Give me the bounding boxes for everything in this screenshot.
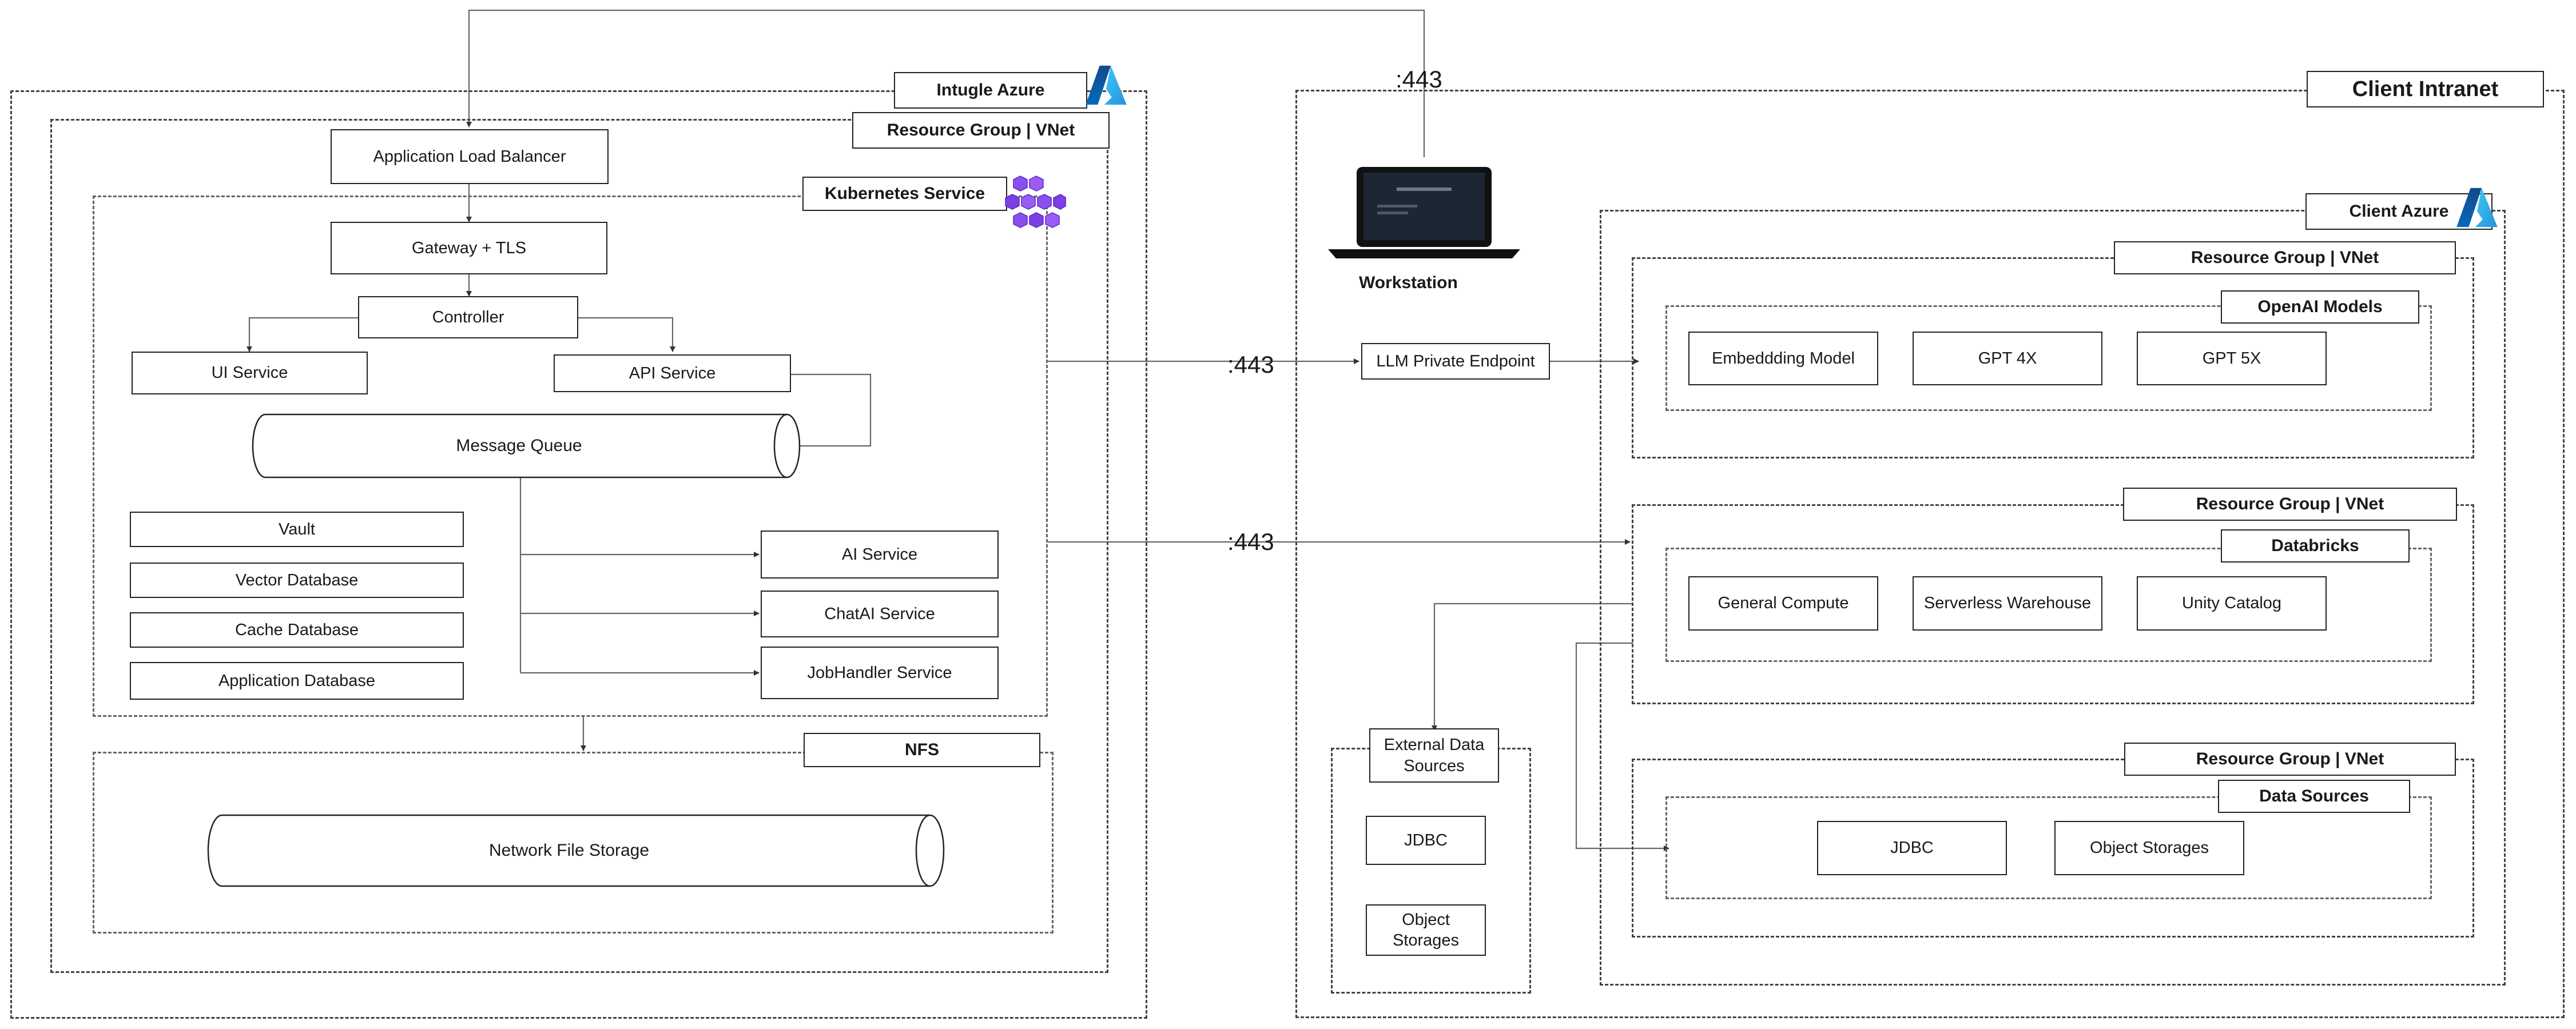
port-llm: :443 bbox=[1227, 351, 1274, 378]
databricks-resource-group-boundary bbox=[1632, 504, 2474, 704]
nfs-boundary bbox=[93, 752, 1054, 934]
ui-service: UI Service bbox=[132, 352, 368, 394]
openai-models-boundary bbox=[1665, 305, 2432, 411]
client-jdbc: JDBC bbox=[1817, 821, 2007, 875]
network-file-storage-label: Network File Storage bbox=[488, 841, 650, 860]
intugle-resource-group-label: Resource Group | VNet bbox=[852, 112, 1110, 149]
serverless-warehouse: Serverless Warehouse bbox=[1913, 576, 2102, 631]
databricks-resource-group-label: Resource Group | VNet bbox=[2123, 488, 2457, 521]
client-intranet-boundary bbox=[1295, 90, 2565, 1018]
llm-private-endpoint: LLM Private Endpoint bbox=[1361, 343, 1550, 380]
nfs-label: NFS bbox=[804, 733, 1040, 767]
data-sources-boundary bbox=[1665, 796, 2432, 899]
chatai-service: ChatAI Service bbox=[761, 591, 999, 637]
link-databricks-to-external-sources bbox=[1432, 603, 1633, 731]
controller: Controller bbox=[358, 296, 578, 338]
client-azure-icon bbox=[2456, 188, 2498, 228]
application-database: Application Database bbox=[130, 662, 464, 700]
datasources-resource-group-label: Resource Group | VNet bbox=[2124, 743, 2456, 776]
intugle-azure-boundary bbox=[10, 90, 1147, 1019]
cache-database: Cache Database bbox=[130, 612, 464, 648]
gpt-5x: GPT 5X bbox=[2137, 332, 2327, 385]
gpt-4x: GPT 4X bbox=[1913, 332, 2102, 385]
databricks-boundary bbox=[1665, 548, 2432, 662]
kubernetes-icon bbox=[1005, 176, 1066, 228]
port-databricks: :443 bbox=[1227, 528, 1274, 555]
client-intranet-label: Client Intranet bbox=[2307, 71, 2544, 107]
external-jdbc: JDBC bbox=[1366, 816, 1486, 865]
openai-resource-group-boundary bbox=[1632, 257, 2474, 458]
databricks-label: Databricks bbox=[2221, 529, 2410, 563]
link-workstation-to-load-balancer bbox=[466, 9, 1425, 157]
link-controller-to-ui-service bbox=[247, 317, 358, 352]
workstation-label: Workstation bbox=[1359, 273, 1458, 292]
external-data-sources-label: External Data Sources bbox=[1369, 728, 1499, 783]
datasources-resource-group-boundary bbox=[1632, 759, 2474, 938]
intugle-resource-group-boundary bbox=[50, 119, 1108, 973]
azure-icon bbox=[1086, 65, 1127, 105]
external-object-storages: Object Storages bbox=[1366, 904, 1486, 956]
general-compute: General Compute bbox=[1688, 576, 1878, 631]
laptop-icon bbox=[1328, 167, 1520, 258]
intugle-azure-label: Intugle Azure bbox=[894, 72, 1087, 109]
client-object-storages: Object Storages bbox=[2054, 821, 2244, 875]
jobhandler-service: JobHandler Service bbox=[761, 647, 999, 699]
openai-resource-group-label: Resource Group | VNet bbox=[2114, 241, 2456, 274]
external-data-sources-boundary bbox=[1331, 748, 1531, 994]
data-sources-label: Data Sources bbox=[2218, 780, 2410, 813]
ai-service: AI Service bbox=[761, 531, 999, 579]
gateway-tls: Gateway + TLS bbox=[331, 222, 607, 274]
api-service: API Service bbox=[554, 354, 791, 392]
link-controller-to-api-service bbox=[578, 317, 675, 352]
link-databricks-to-data-sources bbox=[1575, 642, 1669, 851]
unity-catalog: Unity Catalog bbox=[2137, 576, 2327, 631]
client-azure-boundary bbox=[1600, 210, 2506, 986]
message-queue-cylinder bbox=[252, 413, 801, 478]
application-load-balancer: Application Load Balancer bbox=[331, 129, 609, 184]
openai-models-label: OpenAI Models bbox=[2221, 290, 2419, 324]
link-api-service-to-message-queue bbox=[790, 373, 872, 449]
vault: Vault bbox=[130, 512, 464, 547]
vector-database: Vector Database bbox=[130, 563, 464, 598]
kubernetes-service-boundary bbox=[93, 196, 1048, 717]
message-queue-label: Message Queue bbox=[456, 436, 582, 455]
network-file-storage-cylinder bbox=[207, 814, 945, 887]
embedding-model: Embeddding Model bbox=[1688, 332, 1878, 385]
kubernetes-service-label: Kubernetes Service bbox=[802, 177, 1007, 211]
port-workstation: :443 bbox=[1396, 66, 1442, 93]
